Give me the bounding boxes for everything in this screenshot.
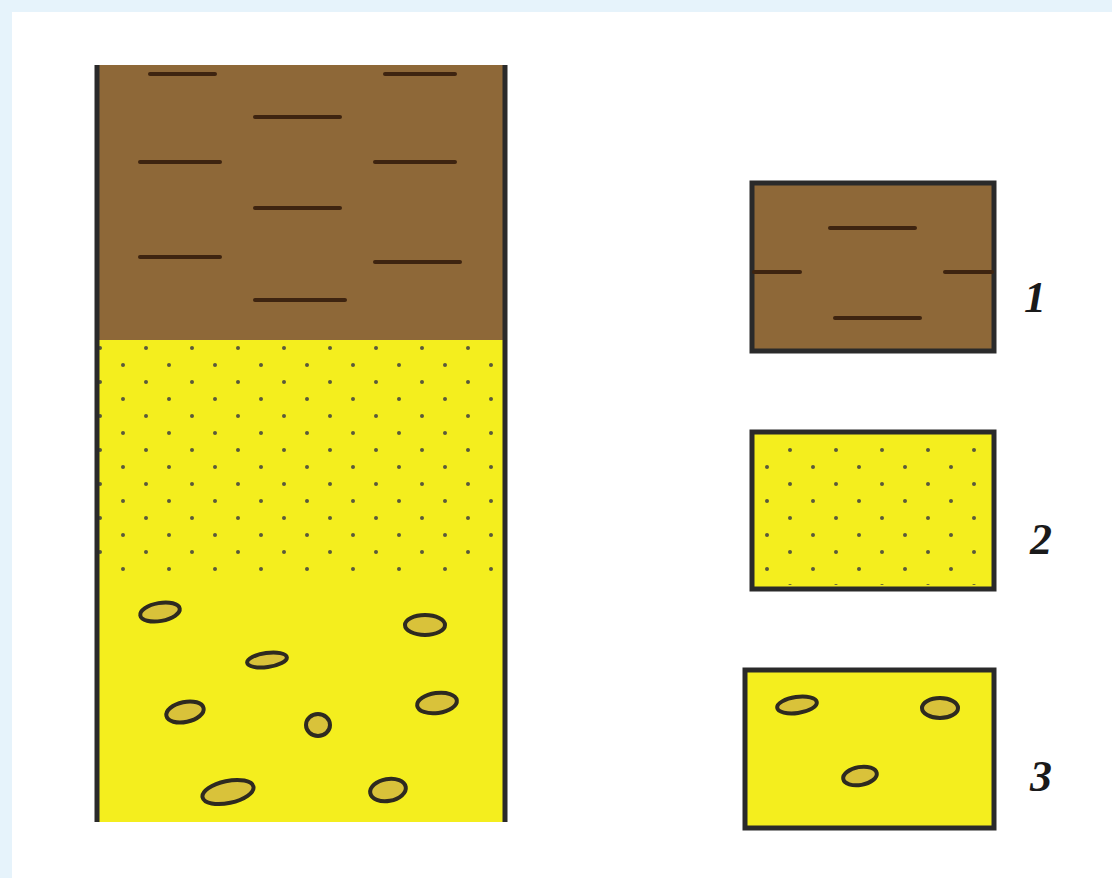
- page-ground: [12, 12, 1112, 878]
- legend-number: 2: [1030, 518, 1052, 562]
- legend-number: 1: [1024, 276, 1046, 320]
- clay-dashes: [140, 74, 460, 300]
- sand-gravel-layer: [97, 340, 505, 822]
- legend-number: 3: [1030, 755, 1052, 799]
- legend-swatch-sand: [752, 432, 994, 589]
- sand-dots: [99, 342, 503, 577]
- rock-column: [97, 65, 505, 822]
- legend-swatch-clay: [752, 183, 994, 351]
- clay-layer: [97, 65, 505, 342]
- legend-swatch-gravel: [745, 670, 994, 828]
- gravel-pebbles: [139, 600, 458, 809]
